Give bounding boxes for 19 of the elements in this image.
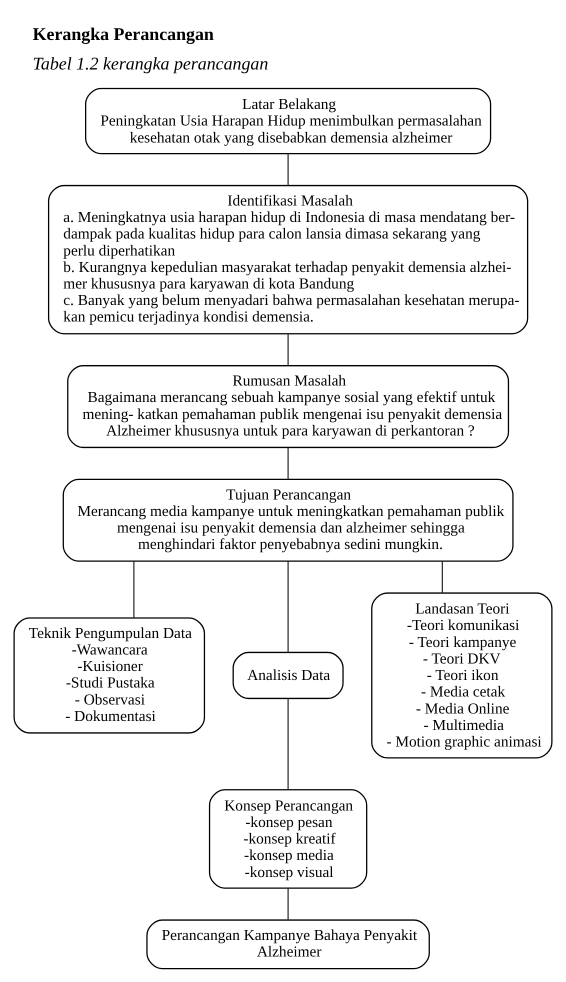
connector (287, 560, 289, 652)
connector (287, 447, 289, 479)
node-box: Latar Belakang Peningkatan Usia Harapan Hidup menimbulkan permasalahan kesehatan otak yang disebabkan demensia alzheimer (85, 87, 492, 154)
connector (287, 153, 289, 185)
connector (442, 560, 443, 592)
node-box: Analisis Data (232, 651, 344, 699)
connector (287, 333, 289, 365)
connector (133, 560, 134, 618)
node-box: Rumusan Masalah Bagaimana merancang sebuah kampanye sosial yang efektif untuk mening- katkan pemahaman publik mengenai isu penyakit demensia Alzheimer khususnya untuk para karyawan di perkantoran ? (67, 364, 510, 448)
node-box: Identifikasi Masalah a. Meningkatnya usia harapan hidup di Indonesia di masa mendatang ber- dampak pada kualitas hidup para calon lansia dimasa sekarang yang perlu diperhatikan b. Kurangnya kepedulian masyarakat terhadap penyakit demensia alzhei- mer khususnya para karyawan di kota Bandung c. Banyak yang belum menyadari bahwa permasalahan kesehatan merupa- kan pemicu terjadinya kondisi demensia. (48, 184, 528, 334)
node-box: Perancangan Kampanye Bahaya Penyakit Alzheimer (146, 918, 430, 969)
node-box: Landasan Teori -Teori komunikasi - Teori kampanye - Teori DKV - Teori ikon - Media cetak - Media Online - Multimedia - Motion graphic animasi (371, 592, 553, 758)
connector (287, 698, 289, 790)
connector (287, 888, 289, 920)
node-box: Tujuan Perancangan Merancang media kampanye untuk meningkatkan pemahaman publik mengenai isu penyakit demensia dan alzheimer sehingga menghindari faktor penyebabnya sedini mungkin. (62, 478, 514, 562)
diagram-title: Kerangka Perancangan (32, 24, 214, 44)
node-box: Konsep Perancangan -konsep pesan -konsep kreatif -konsep media -konsep visual (208, 788, 368, 888)
node-box: Teknik Pengumpulan Data -Wawancara -Kuisioner -Studi Pustaka - Observasi - Dokumentasi (13, 616, 206, 734)
caption: Tabel 1.2 kerangka perancangan (32, 53, 268, 74)
